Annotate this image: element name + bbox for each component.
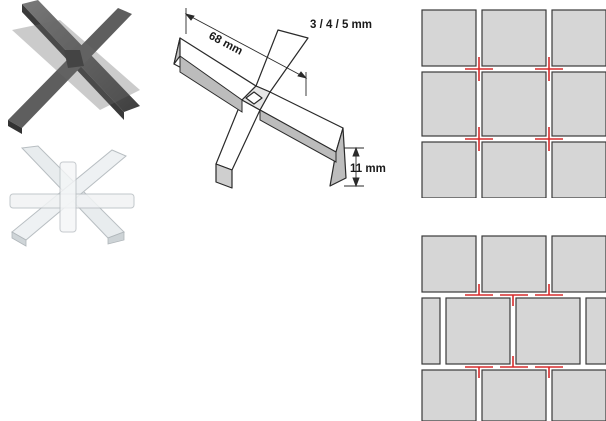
tile: [421, 9, 477, 67]
spacer-mark: [535, 57, 563, 81]
tile: [551, 141, 606, 198]
offset-tile-pattern: [420, 234, 606, 421]
thickness-label: 3 / 4 / 5 mm: [310, 19, 372, 31]
spacer-mark: [535, 366, 563, 378]
spacer-mark: [500, 356, 528, 368]
spacer-mark: [465, 127, 493, 151]
clear-spacer-photo: [9, 145, 135, 247]
spacer-mark: [535, 284, 563, 296]
tile: [481, 141, 547, 198]
spacer-arm-back-right: [255, 29, 309, 93]
tile: [551, 71, 606, 137]
spacer-mark: [465, 284, 493, 296]
spacer-mark: [535, 127, 563, 151]
length-label: 68 mm: [207, 30, 245, 58]
spacer-dimension-diagram: 68 mm 3 / 4 / 5 mm 11 mm: [173, 8, 386, 189]
tile: [551, 369, 606, 421]
tile: [585, 297, 606, 365]
tile: [421, 297, 441, 365]
grid-tile-pattern: [420, 8, 606, 198]
tile: [551, 9, 606, 67]
spacer-mark: [500, 294, 528, 306]
tile: [481, 9, 547, 67]
tile: [421, 235, 477, 293]
spacer-mark: [465, 57, 493, 81]
tile: [481, 369, 547, 421]
spacer-arm-front: [215, 99, 261, 171]
tile: [481, 71, 547, 137]
spacer-mark: [465, 366, 493, 378]
height-label: 11 mm: [350, 163, 386, 175]
tile: [421, 141, 477, 198]
tile: [421, 71, 477, 137]
tile: [421, 369, 477, 421]
tile: [551, 235, 606, 293]
tile: [445, 297, 511, 365]
tile: [481, 235, 547, 293]
tile: [515, 297, 581, 365]
length-dimension-line: [184, 8, 308, 96]
dark-spacer-photo: [8, 0, 140, 134]
dark-spacer-arm-b: [8, 8, 132, 134]
height-dimension-line: [344, 146, 364, 188]
